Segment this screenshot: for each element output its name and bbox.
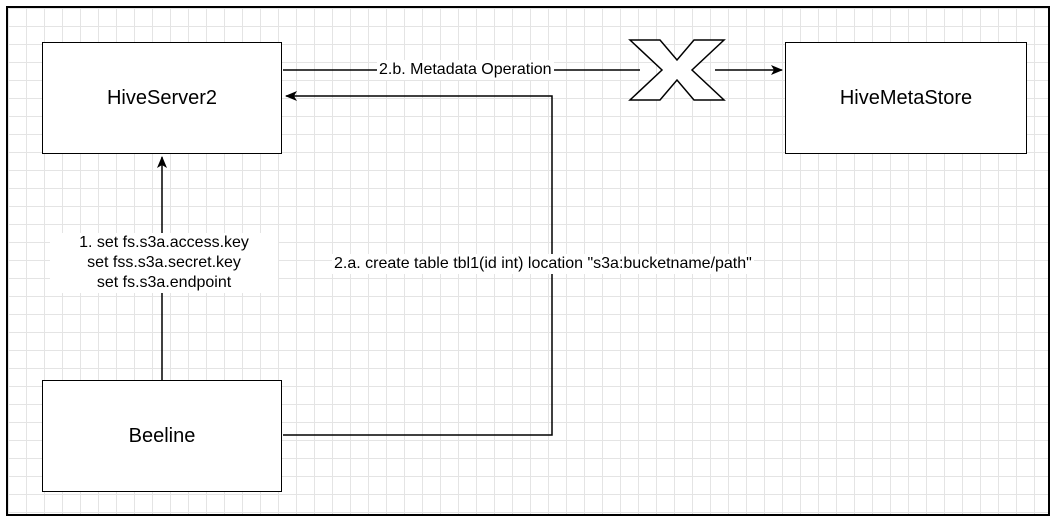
metadata-operation-label: 2.b. Metadata Operation bbox=[377, 60, 554, 80]
create-table-label: 2.a. create table tbl1(id int) location … bbox=[332, 254, 754, 274]
set-config-line-3: set fs.s3a.endpoint bbox=[96, 274, 232, 291]
set-config-line-2: set fss.s3a.secret.key bbox=[87, 254, 241, 271]
x-cross-icon bbox=[628, 39, 726, 101]
hiveserver2-node: HiveServer2 bbox=[42, 42, 282, 154]
set-config-line-1: 1. set fs.s3a.access.key bbox=[79, 234, 249, 251]
hivemetastore-node: HiveMetaStore bbox=[785, 42, 1027, 154]
beeline-node: Beeline bbox=[42, 380, 282, 492]
set-config-label: 1. set fs.s3a.access.key set fss.s3a.sec… bbox=[50, 233, 278, 293]
